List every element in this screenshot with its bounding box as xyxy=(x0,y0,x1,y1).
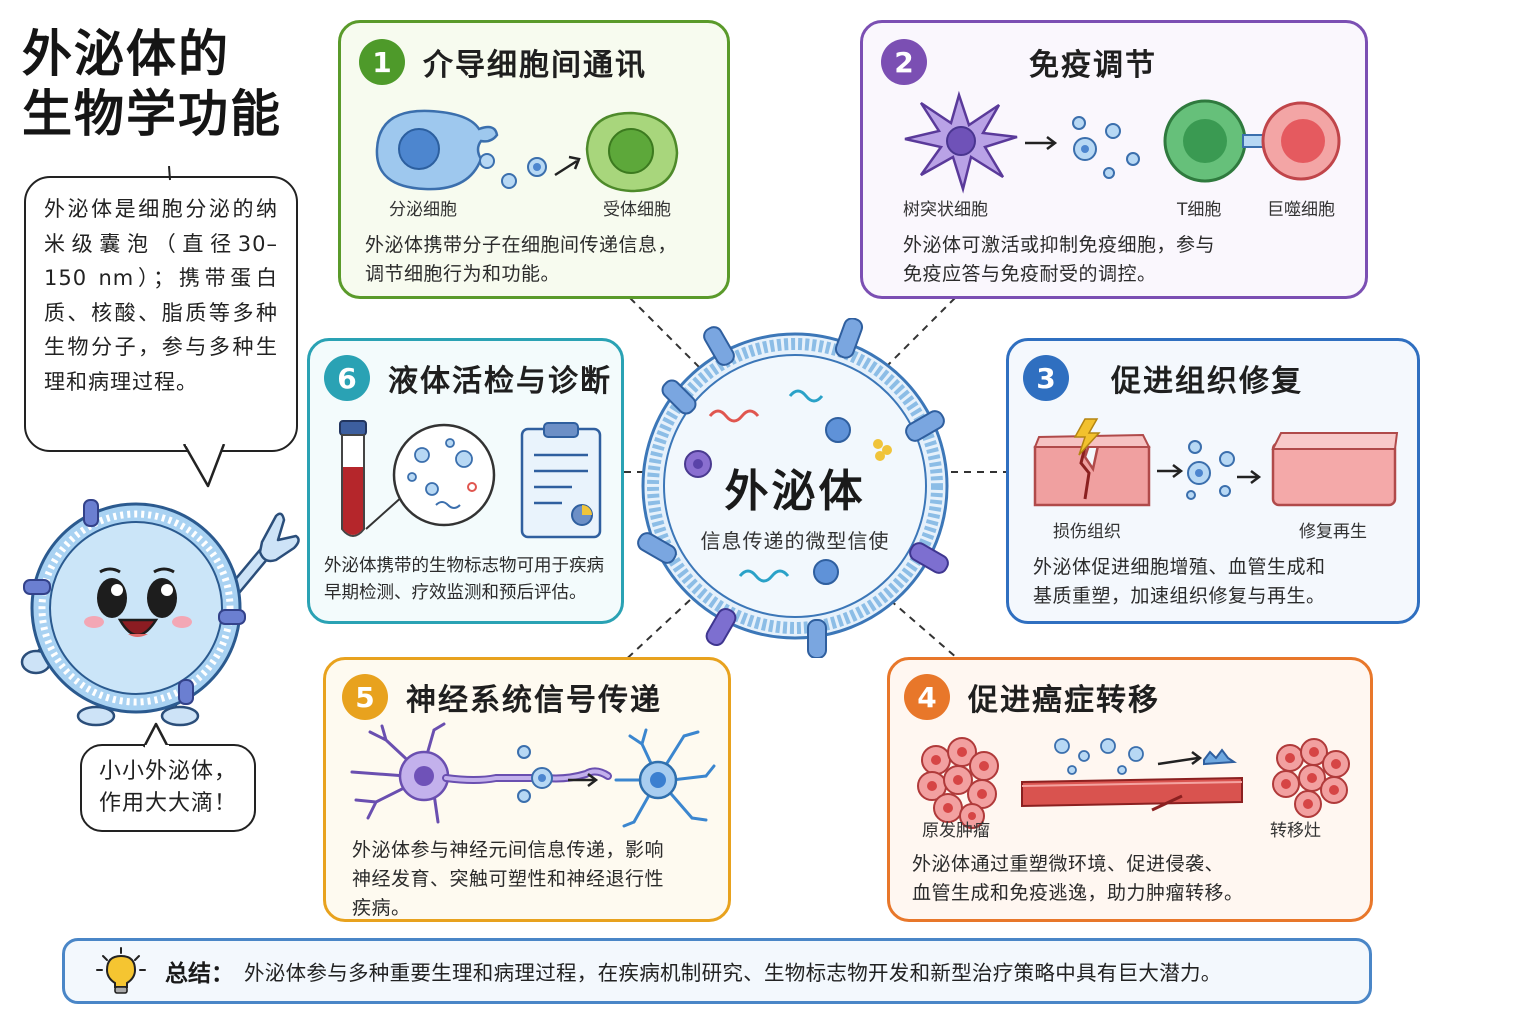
card1-desc-line1: 外泌体携带分子在细胞间传递信息， xyxy=(365,234,678,256)
card3-label-repaired: 修复再生 xyxy=(1299,522,1367,542)
lightbulb-icon xyxy=(96,947,146,994)
card4-label-primary: 原发肿瘤 xyxy=(922,821,990,841)
page-title: 外泌体的 生物学功能 xyxy=(22,24,282,144)
card1-label-secreting: 分泌细胞 xyxy=(389,200,457,220)
card-nerve-signal: 5 神经系统信号传递 外泌体参与神经元间信息传递，影响 神 xyxy=(323,657,731,922)
neuron-illustration xyxy=(350,722,716,828)
slogan-bubble: 小小外泌体， 作用大大滴！ xyxy=(80,744,256,832)
intro-text: 外泌体是细胞分泌的纳米级囊泡（直径30–150 nm）；携带蛋白质、核酸、脂质等… xyxy=(44,197,278,394)
page-title-line1: 外泌体的 xyxy=(22,25,230,83)
metastasis-illustration xyxy=(917,737,1350,829)
card3-desc-line1: 外泌体促进细胞增殖、血管生成和 xyxy=(1033,556,1326,578)
card1-title: 介导细胞间通讯 xyxy=(423,48,647,83)
center-labels: 外泌体 信息传递的微型信使 xyxy=(680,455,910,554)
card2-badge: 2 xyxy=(881,39,927,85)
card-tissue-repair: 3 促进组织修复 损伤组织 修复再生 外泌体促进细胞增殖、血管生成和 基质重塑，… xyxy=(1006,338,1420,624)
card2-desc-line2: 免疫应答与免疫耐受的调控。 xyxy=(903,263,1157,285)
intro-bubble: 外泌体是细胞分泌的纳米级囊泡（直径30–150 nm）；携带蛋白质、核酸、脂质等… xyxy=(24,176,298,452)
card-liquid-biopsy: 6 液体活检与诊断 外泌体携带的生物标志物可用于疾病 早期检测、疗效监测和预后评… xyxy=(307,338,624,624)
slogan-line2: 作用大大滴！ xyxy=(98,791,237,816)
pointer-line xyxy=(168,166,171,181)
tissue-repair-illustration xyxy=(1033,418,1399,507)
card-cancer-metastasis: 4 促进癌症转移 原发肿瘤 转移灶 外泌体通过重塑微环境、促进侵袭、 血管生成和… xyxy=(887,657,1373,922)
card2-label-tcell: T细胞 xyxy=(1177,200,1222,220)
slogan-line1: 小小外泌体， xyxy=(98,759,237,784)
card3-label-damaged: 损伤组织 xyxy=(1053,522,1121,542)
center-subtitle: 信息传递的微型信使 xyxy=(700,529,890,553)
card4-title: 促进癌症转移 xyxy=(968,683,1160,718)
card5-title: 神经系统信号传递 xyxy=(406,683,662,718)
mascot-exosome-character xyxy=(20,499,300,727)
card2-title: 免疫调节 xyxy=(1029,48,1157,83)
summary-bar: 总结： 外泌体参与多种重要生理和病理过程，在疾病机制研究、生物标志物开发和新型治… xyxy=(62,938,1372,1004)
card4-desc-line1: 外泌体通过重塑微环境、促进侵袭、 xyxy=(912,853,1225,875)
slogan-bubble-tail xyxy=(142,722,170,748)
card-immune-regulation: 2 免疫调节 树突状细胞 T细胞 巨噬细胞 外泌体可激活或抑制免疫细胞，参与 免… xyxy=(860,20,1368,299)
card6-desc-line1: 外泌体携带的生物标志物可用于疾病 xyxy=(324,556,604,576)
card5-desc-line1: 外泌体参与神经元间信息传递，影响 xyxy=(352,839,665,861)
card6-desc-line2: 早期检测、疗效监测和预后评估。 xyxy=(324,583,587,603)
card2-label-macrophage: 巨噬细胞 xyxy=(1267,200,1335,220)
intro-bubble-tail xyxy=(182,444,226,488)
card1-label-receiving: 受体细胞 xyxy=(603,200,671,220)
summary-label: 总结： xyxy=(165,961,234,987)
center-title: 外泌体 xyxy=(724,466,866,517)
immune-cells-illustration xyxy=(904,90,1341,194)
cell-communication-illustration xyxy=(375,109,679,193)
card4-label-metastatic: 转移灶 xyxy=(1270,821,1321,841)
card3-title: 促进组织修复 xyxy=(1111,364,1303,399)
card4-desc-line2: 血管生成和免疫逃逸，助力肿瘤转移。 xyxy=(912,882,1244,904)
card6-badge: 6 xyxy=(324,355,370,401)
page-title-line2: 生物学功能 xyxy=(22,85,282,143)
card1-desc-line2: 调节细胞行为和功能。 xyxy=(365,263,561,285)
liquid-biopsy-illustration xyxy=(339,420,602,539)
central-exosome xyxy=(637,318,949,658)
card5-badge: 5 xyxy=(342,674,388,720)
summary-text: 外泌体参与多种重要生理和病理过程，在疾病机制研究、生物标志物开发和新型治疗策略中… xyxy=(244,961,1222,985)
card3-desc-line2: 基质重塑，加速组织修复与再生。 xyxy=(1033,585,1326,607)
card4-badge: 4 xyxy=(904,674,950,720)
card2-desc-line1: 外泌体可激活或抑制免疫细胞，参与 xyxy=(903,234,1216,256)
card3-badge: 3 xyxy=(1023,355,1069,401)
card5-desc-line2: 神经发育、突触可塑性和神经退行性 xyxy=(352,868,665,890)
card6-title: 液体活检与诊断 xyxy=(388,364,612,399)
card2-label-dendritic: 树突状细胞 xyxy=(903,200,988,220)
card5-desc-line3: 疾病。 xyxy=(352,897,411,919)
card-cell-communication: 1 介导细胞间通讯 分泌细胞 受体细胞 外泌体携带分子在细胞间传递信息， 调节细… xyxy=(338,20,730,299)
card1-badge: 1 xyxy=(359,39,405,85)
